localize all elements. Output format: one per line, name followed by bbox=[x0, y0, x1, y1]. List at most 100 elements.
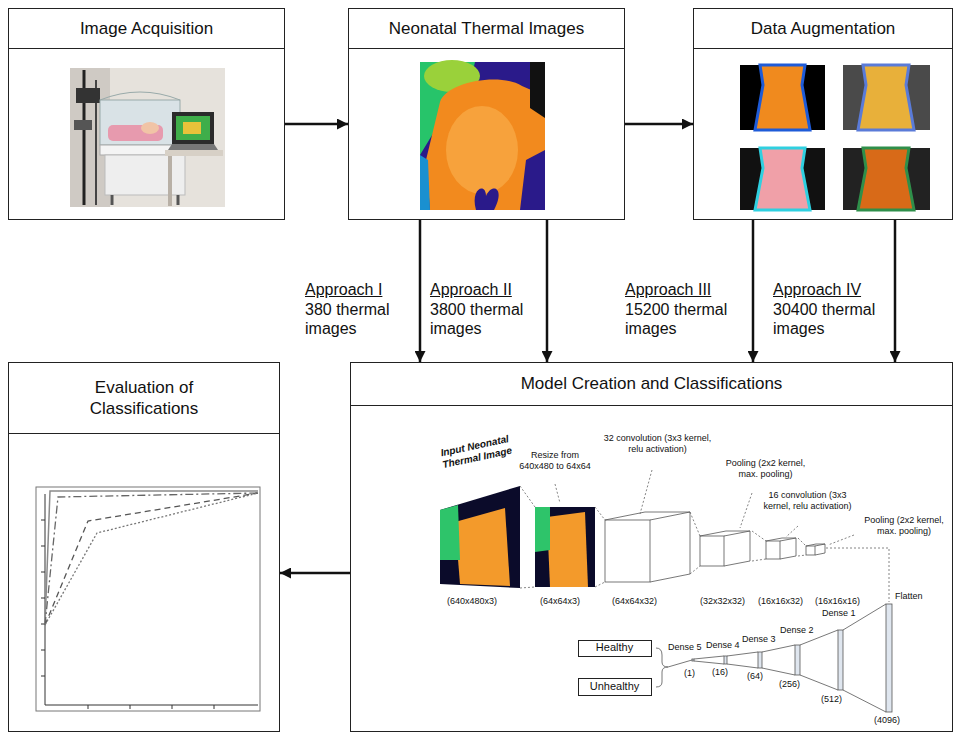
dimension-label: (256) bbox=[779, 679, 800, 690]
approach-label: Approach III bbox=[625, 280, 711, 299]
thermal-image-part bbox=[530, 62, 545, 118]
cnn-figure-part-part bbox=[828, 535, 854, 545]
cnn-figure-part-part bbox=[520, 486, 535, 588]
thermal-image bbox=[420, 60, 545, 210]
cnn-figure-part bbox=[605, 512, 825, 582]
cnn-figure-part bbox=[440, 505, 460, 560]
approach-label: Approach I bbox=[305, 280, 382, 299]
layer-name: Dense 3 bbox=[742, 634, 776, 645]
cnn-figure-part-part bbox=[786, 526, 798, 537]
lab-photo-part bbox=[105, 155, 185, 195]
dimension-label: (64x64x32) bbox=[612, 596, 657, 607]
count-label: 3800 thermal images bbox=[430, 300, 540, 338]
augmented-thumbnail bbox=[740, 148, 825, 210]
cnn-figure-part bbox=[547, 512, 588, 587]
dimension-label: (64) bbox=[747, 671, 763, 682]
class-box: Unhealthy bbox=[578, 678, 652, 696]
lab-photo-part bbox=[141, 122, 159, 134]
cnn-figure-part-part bbox=[656, 648, 668, 687]
cnn-figure-part-part bbox=[798, 538, 806, 556]
cnn-figure-part-part bbox=[826, 548, 889, 602]
augmented-thumbnail-part bbox=[755, 148, 810, 210]
roc-chart bbox=[36, 487, 260, 711]
dimension-label: (512) bbox=[821, 694, 842, 705]
layer-name: Dense 2 bbox=[780, 625, 814, 636]
cnn-figure-part bbox=[440, 486, 520, 588]
cnn-figure-part-part bbox=[740, 493, 752, 528]
dimension-label: (1) bbox=[684, 668, 695, 679]
cnn-figure-part-part bbox=[795, 645, 800, 675]
cnn-figure-part bbox=[535, 507, 595, 587]
lab-photo-part bbox=[100, 92, 180, 100]
cnn-figure-part-part bbox=[605, 520, 650, 582]
thermal-image-part bbox=[475, 188, 499, 210]
box-title: Model Creation and Classifications bbox=[521, 373, 783, 394]
thermal-image-part bbox=[420, 155, 430, 210]
lab-photo-part bbox=[168, 156, 172, 206]
flow-arrow bbox=[894, 220, 897, 362]
cnn-figure-part-part bbox=[758, 652, 762, 668]
augmented-thumbnail-part bbox=[858, 148, 914, 210]
augmented-thumbnail-part bbox=[843, 65, 930, 130]
augmented-thumbnail bbox=[843, 148, 930, 210]
cnn-figure-part-part bbox=[668, 660, 692, 667]
roc-chart-part bbox=[41, 520, 214, 709]
flow-arrow bbox=[280, 572, 350, 575]
cnn-figure-part-part bbox=[700, 531, 750, 566]
class-box: Healthy bbox=[578, 640, 652, 657]
dimension-label: (32x32x32) bbox=[700, 596, 745, 607]
header-band: Image Acquisition bbox=[9, 9, 284, 49]
lab-photo bbox=[70, 68, 225, 207]
layer-name: Dense 1 bbox=[822, 608, 856, 619]
lab-photo-part bbox=[74, 120, 92, 130]
cnn-figure-part-part bbox=[692, 659, 694, 661]
dimension-label: (16) bbox=[712, 667, 728, 678]
box-title: Image Acquisition bbox=[80, 18, 213, 39]
stage-box: Model Creation and ClassificationsHealth… bbox=[350, 362, 953, 732]
cnn-figure-part-part bbox=[694, 604, 886, 659]
cnn-figure-part-part bbox=[766, 541, 780, 559]
roc-chart-part bbox=[45, 493, 258, 625]
flow-arrow bbox=[752, 220, 755, 362]
dimension-label: (4096) bbox=[874, 715, 900, 726]
layer-note: 32 convolution (3x3 kernel, relu activat… bbox=[600, 433, 715, 455]
thermal-image-part bbox=[446, 106, 518, 194]
lab-photo-part bbox=[168, 144, 218, 150]
header-band: Data Augmentation bbox=[694, 9, 952, 49]
dimension-label: (64x64x3) bbox=[540, 596, 580, 607]
layer-note: Pooling (2x2 kernel, max. pooling) bbox=[858, 515, 950, 537]
lab-photo-part bbox=[176, 116, 210, 140]
box-title: Data Augmentation bbox=[751, 18, 896, 39]
cnn-figure-part-part bbox=[806, 546, 815, 555]
header-band: Evaluation of Classifications bbox=[9, 363, 279, 434]
box-title: Neonatal Thermal Images bbox=[389, 18, 584, 39]
box-title: Evaluation of Classifications bbox=[69, 377, 219, 420]
layer-name: Dense 4 bbox=[706, 640, 740, 651]
augmented-thumbnail bbox=[740, 65, 825, 130]
roc-chart-part bbox=[45, 493, 258, 625]
cnn-figure-part bbox=[656, 604, 886, 712]
cnn-figure-part-part bbox=[694, 661, 886, 712]
thermal-image-part bbox=[426, 79, 545, 210]
roc-chart-part bbox=[45, 705, 258, 706]
lab-photo-part bbox=[172, 112, 214, 144]
header-band: Model Creation and Classifications bbox=[351, 363, 952, 406]
flow-arrow bbox=[419, 220, 422, 362]
layer-note: Resize from 640x480 to 64x64 bbox=[515, 450, 595, 472]
cnn-figure-part-part bbox=[724, 656, 727, 664]
roc-chart-part bbox=[45, 491, 258, 625]
approach-label: Approach II bbox=[430, 280, 512, 299]
cnn-figure-part bbox=[535, 507, 550, 552]
cnn-figure-part-part bbox=[766, 538, 796, 559]
layer-name: Dense 5 bbox=[668, 642, 702, 653]
cnn-figure-part bbox=[692, 604, 892, 712]
cnn-figure-part-part bbox=[752, 531, 766, 561]
lab-photo-part bbox=[165, 150, 223, 156]
lab-photo-part bbox=[177, 195, 180, 205]
stage-box: Neonatal Thermal Images bbox=[348, 8, 625, 220]
cnn-figure-part-part bbox=[700, 536, 724, 566]
lab-photo-part bbox=[100, 100, 180, 145]
flow-arrow bbox=[546, 220, 549, 362]
